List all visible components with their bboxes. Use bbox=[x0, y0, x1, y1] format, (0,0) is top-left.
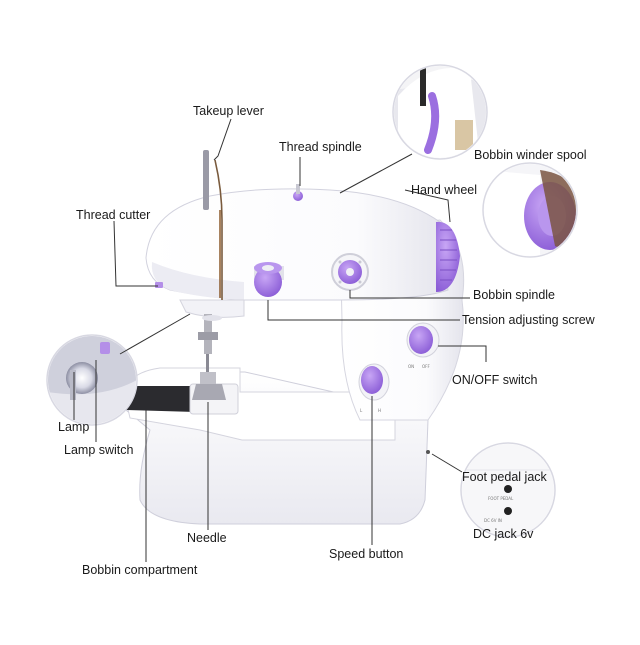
speed-switch: L H bbox=[358, 363, 390, 413]
svg-text:L: L bbox=[360, 408, 363, 413]
side-jack bbox=[426, 450, 430, 454]
thread-spindle-pin bbox=[296, 184, 300, 194]
thread-spindle-knob bbox=[293, 191, 303, 201]
leader-tension-screw bbox=[267, 300, 460, 321]
label-thread-spindle: Thread spindle bbox=[279, 140, 362, 154]
on-off-switch: ON OFF bbox=[406, 322, 440, 369]
svg-text:DC 6V IN: DC 6V IN bbox=[484, 518, 502, 523]
label-foot-pedal-jack: Foot pedal jack bbox=[462, 470, 547, 484]
leader-takeup-lever bbox=[213, 118, 232, 161]
svg-text:FOOT PEDAL: FOOT PEDAL bbox=[488, 496, 514, 501]
leader-bobbin-winder bbox=[339, 153, 413, 194]
leader-thread-cutter bbox=[113, 220, 158, 287]
label-thread-cutter: Thread cutter bbox=[76, 208, 151, 222]
label-lamp: Lamp bbox=[58, 420, 90, 434]
label-bobbin-winder-spool: Bobbin winder spool bbox=[474, 148, 587, 162]
leader-hand-wheel bbox=[404, 189, 451, 223]
svg-text:OFF: OFF bbox=[422, 364, 430, 369]
jack-panel-inset: FOOT PEDAL DC 6V IN bbox=[460, 442, 556, 538]
leader-on-off bbox=[438, 345, 487, 362]
leader-lamp-inset bbox=[119, 313, 191, 355]
svg-text:ON: ON bbox=[408, 364, 414, 369]
tension-knob bbox=[254, 262, 284, 297]
label-bobbin-spindle: Bobbin spindle bbox=[473, 288, 556, 302]
thread-guide-pole bbox=[203, 150, 209, 210]
leader-lines bbox=[73, 118, 487, 562]
sewing-machine: ON OFF L H bbox=[123, 150, 465, 525]
leader-jacks bbox=[431, 453, 463, 473]
label-needle: Needle bbox=[187, 531, 227, 545]
label-dc-jack: DC jack 6v bbox=[473, 527, 534, 541]
label-tension-adjusting-screw: Tension adjusting screw bbox=[462, 313, 595, 327]
thread-cutter bbox=[155, 282, 163, 288]
takeup-lever bbox=[214, 159, 223, 300]
label-speed-button: Speed button bbox=[329, 547, 404, 561]
head-shade bbox=[151, 262, 244, 300]
bobbin-winder-inset bbox=[392, 64, 488, 160]
hand-wheel bbox=[436, 221, 460, 292]
label-on-off-switch: ON/OFF switch bbox=[452, 373, 538, 387]
lamp-inset bbox=[46, 334, 138, 426]
bobbin-compartment bbox=[124, 386, 196, 412]
label-takeup-lever: Takeup lever bbox=[193, 104, 264, 118]
label-hand-wheel: Hand wheel bbox=[411, 183, 478, 197]
needle-assembly bbox=[192, 314, 226, 400]
lamp-housing bbox=[202, 315, 222, 321]
label-bobbin-compartment: Bobbin compartment bbox=[82, 563, 198, 577]
bobbin-spindle-dial bbox=[331, 253, 369, 291]
svg-text:H: H bbox=[378, 408, 381, 413]
hand-wheel-inset bbox=[482, 162, 578, 258]
leader-bobbin-spindle bbox=[349, 290, 470, 299]
label-lamp-switch: Lamp switch bbox=[64, 443, 134, 457]
